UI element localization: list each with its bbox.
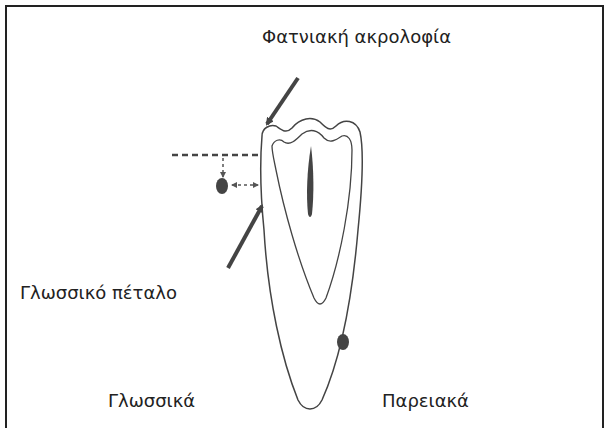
- root-dot: [337, 334, 349, 350]
- crest-label: Φατνιακή ακρολοφία: [262, 26, 451, 48]
- side-label: Γλωσσικά: [108, 390, 195, 412]
- side-label: Παρειακά: [382, 390, 469, 412]
- frame: [6, 6, 603, 428]
- measure-line: [222, 158, 224, 177]
- plate-label: Γλωσσικό πέταλο: [20, 282, 177, 304]
- tooth-outline: [261, 119, 362, 409]
- measure-line: [232, 184, 258, 186]
- reference-line: [172, 154, 260, 157]
- pointer-arrow: [228, 206, 262, 268]
- pulp-outline: [272, 131, 352, 304]
- probe-dot: [216, 178, 228, 194]
- pointer-arrow: [267, 78, 298, 124]
- pulp-canal: [307, 146, 313, 217]
